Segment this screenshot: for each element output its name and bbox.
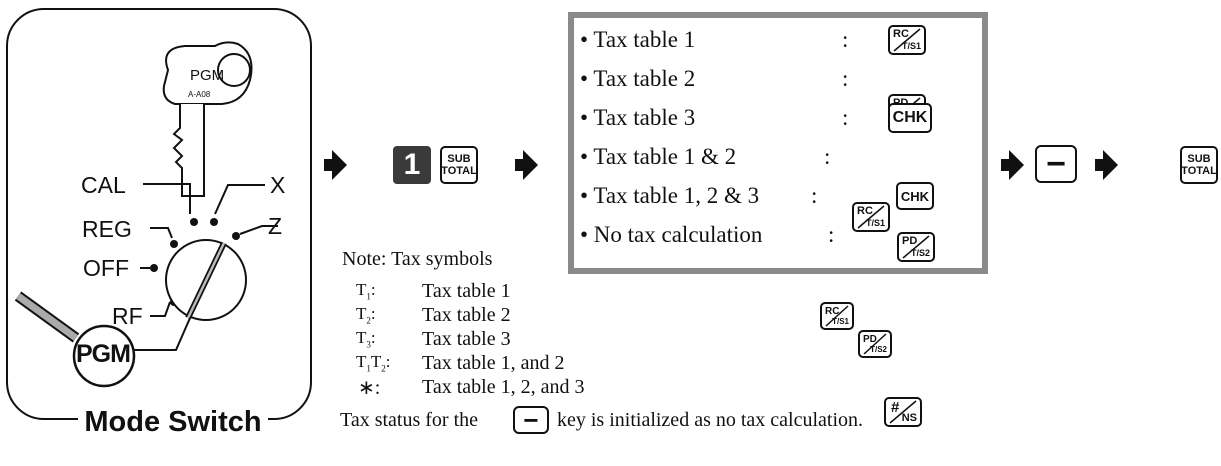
pd-key-bottom: T/S2 xyxy=(910,248,930,258)
colon: : xyxy=(842,105,849,130)
arrow-icon xyxy=(324,150,347,180)
program-key-icon xyxy=(162,41,253,197)
tax-option-1: • Tax table 1 xyxy=(580,27,696,52)
tax-symbol-all: ∗: xyxy=(358,377,381,399)
subtotal-key-line1: SUB xyxy=(447,153,471,165)
subtotal-key-final-line1: SUB xyxy=(1187,153,1211,165)
tax-symbol-t1: T1: xyxy=(356,280,376,302)
digit-key-1[interactable]: 1 xyxy=(393,146,431,184)
rc-key-top: RC xyxy=(825,306,840,317)
asterisk-symbol: ∗ xyxy=(358,377,375,399)
tax-symbol-t1t2: T1T2: xyxy=(356,352,391,374)
colon: : xyxy=(842,27,849,52)
ns-key[interactable]: # NS xyxy=(884,397,922,427)
rc-key-top: RC xyxy=(857,205,873,217)
subtotal-key[interactable]: SUB TOTAL xyxy=(440,146,478,184)
tax-symbol-t3: T3: xyxy=(356,328,376,350)
magnifier-icon xyxy=(14,291,136,388)
colon: : xyxy=(842,66,849,91)
position-reg: REG xyxy=(82,216,132,242)
tax-symbol-desc-2: Tax table 2 xyxy=(422,304,511,326)
tax-option-1-2: • Tax table 1 & 2 xyxy=(580,144,737,169)
pd-ts2-key[interactable]: PD T/S2 xyxy=(897,232,935,262)
pd-ts2-key[interactable]: PD T/S2 xyxy=(858,330,892,358)
rc-ts1-key[interactable]: RC T/S1 xyxy=(852,202,890,232)
pd-key-bottom: T/S2 xyxy=(870,345,887,354)
key-code: A-A08 xyxy=(188,90,211,99)
ns-key-bottom: NS xyxy=(901,412,917,424)
minus-key[interactable]: − xyxy=(1035,145,1077,183)
arrow-icon xyxy=(1095,150,1118,180)
rc-key-top: RC xyxy=(893,28,909,40)
mode-switch-illustration: PGM A-A08 xyxy=(14,41,278,388)
tax-option-2: • Tax table 2 xyxy=(580,66,696,91)
note-heading: Note: Tax symbols xyxy=(342,248,493,270)
position-x: X xyxy=(270,172,286,198)
arrow-icon xyxy=(1001,150,1024,180)
minus-key-inline: − xyxy=(513,406,549,434)
rc-key-bottom: T/S1 xyxy=(832,317,849,326)
subtotal-key-final-line2: TOTAL xyxy=(1181,165,1217,177)
position-pgm: PGM xyxy=(76,340,131,368)
rc-ts1-key[interactable]: RC T/S1 xyxy=(888,25,926,55)
subtotal-key-line2: TOTAL xyxy=(441,165,477,177)
key-label: PGM xyxy=(190,67,224,84)
rc-key-bottom: T/S1 xyxy=(865,218,885,228)
tax-symbol-desc-1: Tax table 1 xyxy=(422,280,511,302)
tax-symbol-desc-5: Tax table 1, 2, and 3 xyxy=(422,376,585,398)
tax-option-1-2-3: • Tax table 1, 2 & 3 xyxy=(580,183,760,208)
tax-option-none: • No tax calculation xyxy=(580,222,763,247)
pd-key-top: PD xyxy=(902,235,918,247)
chk-key[interactable]: CHK xyxy=(888,103,932,133)
footer-text-after: key is initialized as no tax calculation… xyxy=(557,409,864,431)
footer-text-before: Tax status for the xyxy=(340,409,479,431)
colon: : xyxy=(811,183,818,208)
tax-symbol-t2: T2: xyxy=(356,304,376,326)
tax-option-3: • Tax table 3 xyxy=(580,105,696,130)
tax-options-box: • Tax table 1 • Tax table 2 • Tax table … xyxy=(568,12,988,427)
ns-key-top: # xyxy=(891,399,900,416)
arrow-icon xyxy=(515,150,538,180)
mode-switch-title: Mode Switch xyxy=(78,404,268,440)
rc-key-bottom: T/S1 xyxy=(901,41,921,51)
rc-ts1-key[interactable]: RC T/S1 xyxy=(820,302,854,330)
tax-symbols-column: T1: T2: T3: T1T2: ∗: xyxy=(356,280,416,400)
pd-key-top: PD xyxy=(863,334,877,345)
tax-symbol-desc-4: Tax table 1, and 2 xyxy=(422,352,565,374)
position-cal: CAL xyxy=(81,172,126,198)
subtotal-key-final[interactable]: SUB TOTAL xyxy=(1180,146,1218,184)
position-off: OFF xyxy=(83,255,129,281)
colon: : xyxy=(828,222,835,247)
colon: : xyxy=(824,144,831,169)
chk-key[interactable]: CHK xyxy=(896,182,934,210)
position-z: Z xyxy=(268,213,283,239)
position-rf: RF xyxy=(112,303,143,329)
tax-symbol-desc-3: Tax table 3 xyxy=(422,328,511,350)
